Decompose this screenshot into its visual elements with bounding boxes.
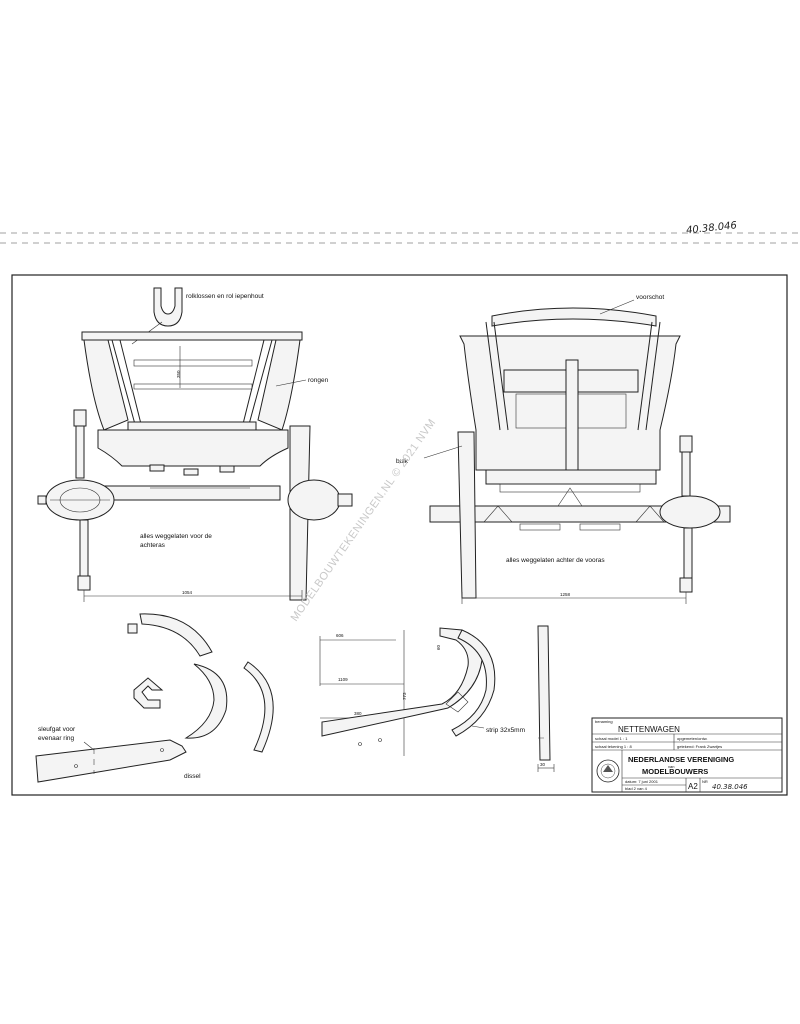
curved-brace-detail: 606 1109 380 773 60 strip 32x5mm: [319, 627, 525, 756]
hook-part: [133, 677, 164, 709]
label-dissel: dissel: [184, 773, 201, 780]
tb-benaming-label: benaming: [595, 719, 613, 724]
label-rongen: rongen: [308, 377, 329, 384]
dim-350: 350: [176, 370, 181, 378]
tb-name: NETTENWAGEN: [618, 725, 680, 734]
rolklos-piece: [153, 287, 183, 327]
dissel-part: [35, 739, 187, 783]
tapered-bar-detail: 30: [537, 625, 555, 772]
tb-format: A2: [688, 782, 698, 791]
label-rolklossen: rolklossen en rol iepenhout: [186, 293, 264, 300]
rear-axle-view: rolklossen en rol iepenhout 350 rongen: [37, 287, 353, 602]
tb-getekend: getekend: Frank Zwartjes: [677, 744, 722, 749]
small-block-part: [127, 623, 138, 634]
catalog-number: 40.38.046: [686, 220, 738, 236]
crescent-part: [184, 663, 228, 739]
strip-32x5-part: [451, 629, 496, 737]
dim-1258: 1258: [560, 592, 571, 597]
tb-schaal-model: schaal model 1 : 1: [595, 736, 628, 741]
dim-30: 30: [540, 762, 546, 767]
title-block: benaming NETTENWAGEN schaal model 1 : 1 …: [591, 717, 783, 793]
dim-773: 773: [402, 692, 407, 700]
curved-strip-part: [243, 661, 274, 753]
label-bulk: bulk: [396, 458, 409, 465]
drawing-border: [11, 274, 788, 796]
detail-parts: sleufgat voor evenaar ring dissel: [35, 613, 274, 783]
tb-opgemeten: opgemeten/ontw.: [677, 736, 707, 741]
dim-1109: 1109: [338, 677, 348, 682]
tb-org-line2: van: [668, 764, 674, 769]
rear-caption-line2: achteras: [140, 542, 166, 549]
front-caption: alles weggelaten achter de vooras: [506, 557, 605, 564]
tb-nr-value: 40.38.046: [712, 783, 748, 791]
tb-org-line1: NEDERLANDSE VERENIGING: [628, 755, 734, 764]
dim-1054: 1054: [182, 590, 193, 595]
tb-schaal-tekening: schaal tekening 1 : 8: [595, 744, 632, 749]
tb-datum: datum: 7 juni 2001: [625, 779, 659, 784]
tb-blad: blad 2 van 4: [625, 786, 648, 791]
dim-606: 606: [336, 633, 344, 638]
tb-nr-label: NR: [702, 779, 708, 784]
dim-380: 380: [354, 711, 362, 716]
scan-dashed-lines: [0, 232, 800, 244]
label-sleufgat-line2: evenaar ring: [38, 735, 75, 742]
rear-caption-line1: alles weggelaten voor de: [140, 533, 212, 540]
label-strip: strip 32x5mm: [486, 727, 525, 734]
tb-org-line3: MODELBOUWERS: [642, 767, 708, 776]
curved-brace-part: [321, 627, 483, 737]
label-sleufgat-line1: sleufgat voor: [38, 726, 76, 733]
label-voorschot: voorschot: [636, 294, 664, 301]
arc-part-1: [139, 613, 213, 657]
dim-60: 60: [436, 644, 441, 650]
front-axle-view: voorschot bulk alles weggelaten achte: [396, 294, 731, 604]
